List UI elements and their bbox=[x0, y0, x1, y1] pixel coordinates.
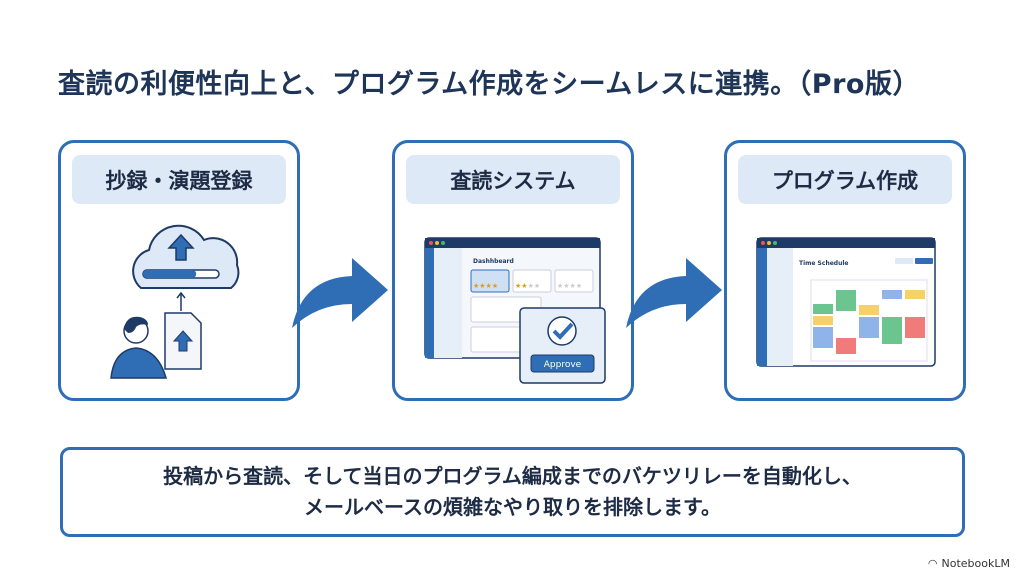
person-icon bbox=[110, 316, 167, 379]
dashboard-title: Dashhbeard bbox=[473, 258, 514, 265]
slide-title: 査読の利便性向上と、プログラム作成をシームレスに連携。（Pro版） bbox=[58, 69, 920, 100]
checkmark-icon bbox=[552, 322, 574, 340]
step-card-program: プログラム作成 Time Schedule bbox=[724, 140, 966, 401]
approve-label: Approve bbox=[544, 360, 582, 370]
rating-stars: ★★★★ bbox=[473, 282, 498, 290]
step-card-registration: 抄録・演題登録 bbox=[58, 140, 300, 401]
brand-label: NotebookLM bbox=[941, 557, 1010, 570]
schedule-title: Time Schedule bbox=[799, 260, 848, 267]
step-label: プログラム作成 bbox=[738, 155, 952, 204]
notebooklm-watermark: ◠ NotebookLM bbox=[928, 557, 1010, 570]
flow-arrow-icon bbox=[292, 258, 388, 328]
step-card-review: 査読システム Dashhbeard ★★★★ ★★★★ ★★★★ Approve bbox=[392, 140, 634, 401]
upload-arrow-icon bbox=[167, 233, 195, 261]
step-label: 査読システム bbox=[406, 155, 620, 204]
review-dashboard-illustration: Dashhbeard ★★★★ ★★★★ ★★★★ Approve bbox=[424, 237, 606, 384]
cloud-upload-illustration bbox=[110, 224, 240, 379]
summary-box: 投稿から査読、そして当日のプログラム編成までのバケツリレーを自動化し、 メールベ… bbox=[60, 447, 965, 537]
approve-button[interactable] bbox=[530, 354, 595, 373]
arrow-up-icon bbox=[176, 291, 186, 311]
summary-line: 投稿から査読、そして当日のプログラム編成までのバケツリレーを自動化し、 bbox=[163, 464, 862, 488]
notebooklm-logo-icon: ◠ bbox=[927, 557, 938, 570]
schedule-illustration: Time Schedule bbox=[756, 237, 936, 367]
rating-stars: ★★★★ bbox=[557, 282, 582, 290]
summary-line: メールベースの煩雑なやり取りを排除します。 bbox=[304, 495, 721, 519]
upload-progress-fill bbox=[143, 270, 197, 278]
flow-arrow-icon bbox=[626, 258, 722, 328]
document-icon bbox=[164, 312, 202, 370]
step-label: 抄録・演題登録 bbox=[72, 155, 286, 204]
rating-stars: ★★★★ bbox=[515, 282, 540, 290]
